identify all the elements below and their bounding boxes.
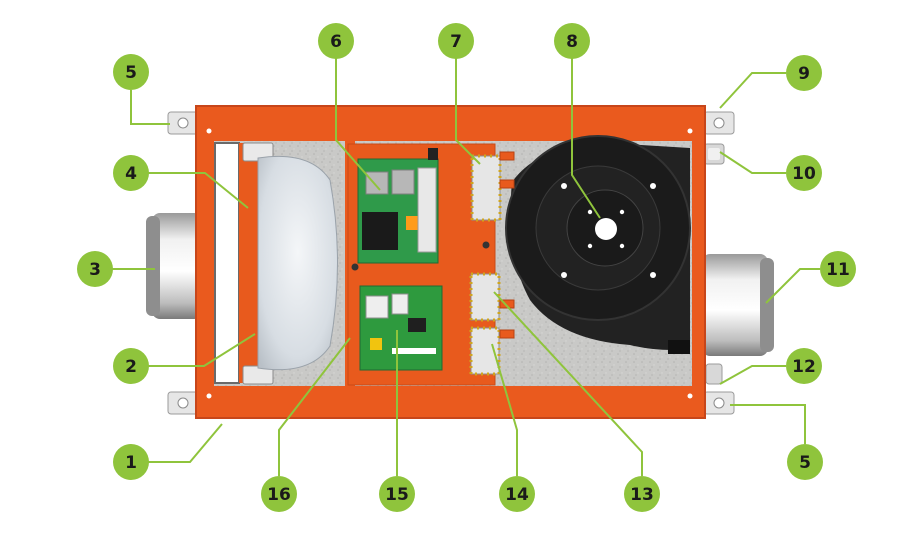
- callout-number-15: 15: [385, 485, 409, 505]
- terminal-block-upper: [470, 154, 502, 222]
- callout-leader-5b: [730, 404, 806, 444]
- callout-badge-10: [786, 155, 822, 191]
- callout-number-11: 11: [826, 260, 850, 280]
- bracket-top-right: [703, 111, 735, 135]
- callout-number-6: 6: [330, 32, 342, 52]
- callout-14: 14: [491, 343, 535, 512]
- callout-leader-13: [493, 291, 643, 476]
- fan: [505, 135, 691, 354]
- terminal-block-middle: [469, 272, 501, 322]
- inlet-duct: [146, 213, 202, 319]
- callout-9: 9: [719, 55, 822, 109]
- callout-badge-11: [820, 251, 856, 287]
- callout-number-4: 4: [125, 164, 137, 184]
- callout-badge-5b: [787, 444, 823, 480]
- callout-badge-16: [261, 476, 297, 512]
- callout-16: 16: [261, 337, 351, 512]
- callout-5b: 5: [730, 404, 823, 480]
- callout-badge-7: [438, 23, 474, 59]
- callout-number-7: 7: [450, 32, 462, 52]
- filter: [257, 155, 338, 371]
- callout-number-5a: 5: [125, 63, 137, 83]
- callout-leader-11: [765, 268, 820, 304]
- callout-badge-8: [554, 23, 590, 59]
- callout-3: 3: [77, 251, 155, 287]
- callout-leader-6: [335, 58, 381, 191]
- callout-number-14: 14: [505, 485, 529, 505]
- callout-7: 7: [438, 23, 481, 165]
- callout-leader-14: [491, 343, 518, 476]
- bracket-top-left: [167, 111, 199, 135]
- callout-leader-1: [148, 423, 223, 463]
- callout-leader-4: [148, 172, 249, 209]
- callout-leader-8: [571, 58, 601, 219]
- callout-5a: 5: [113, 54, 170, 125]
- callout-number-10: 10: [792, 164, 816, 184]
- callout-13: 13: [493, 291, 660, 512]
- callout-number-3: 3: [89, 260, 101, 280]
- callout-number-9: 9: [798, 64, 810, 84]
- controller-board: [359, 285, 443, 371]
- callout-10: 10: [719, 151, 822, 191]
- callout-leader-5a: [130, 90, 170, 125]
- mounting-brackets: [167, 111, 735, 415]
- callout-4: 4: [113, 155, 249, 209]
- callout-leader-12: [719, 365, 786, 385]
- callout-6: 6: [318, 23, 381, 191]
- callout-leader-7: [455, 58, 481, 165]
- callout-badge-3: [77, 251, 113, 287]
- callout-badge-14: [499, 476, 535, 512]
- callout-8: 8: [554, 23, 601, 219]
- callout-badge-1: [113, 444, 149, 480]
- callout-leader-16: [278, 337, 351, 476]
- callout-badge-6: [318, 23, 354, 59]
- bracket-bottom-left: [167, 391, 199, 415]
- callout-number-8: 8: [566, 32, 578, 52]
- callout-number-2: 2: [125, 357, 137, 377]
- callout-badge-12: [786, 348, 822, 384]
- callout-number-12: 12: [792, 357, 816, 377]
- callout-number-13: 13: [630, 485, 654, 505]
- callout-1: 1: [113, 423, 223, 480]
- callout-badge-4: [113, 155, 149, 191]
- callout-11: 11: [765, 251, 856, 304]
- callout-badge-15: [379, 476, 415, 512]
- drain-connector: [705, 363, 723, 385]
- callout-leader-10: [719, 151, 786, 174]
- callout-15: 15: [379, 330, 415, 512]
- callout-badge-2: [113, 348, 149, 384]
- callout-leader-9: [719, 72, 786, 109]
- power-supply-board: [357, 148, 439, 264]
- filter-frame: [214, 142, 274, 385]
- callout-badge-5a: [113, 54, 149, 90]
- callout-leader-2: [148, 333, 256, 367]
- callout-number-16: 16: [267, 485, 291, 505]
- callout-badge-9: [786, 55, 822, 91]
- callout-badge-13: [624, 476, 660, 512]
- callout-number-5b: 5: [799, 453, 811, 473]
- outlet-duct: [702, 254, 774, 356]
- callout-number-1: 1: [125, 453, 137, 473]
- bracket-bottom-right: [703, 391, 735, 415]
- cable-gland: [703, 143, 725, 165]
- partition-glands: [499, 151, 515, 339]
- callout-2: 2: [113, 333, 256, 384]
- callout-12: 12: [719, 348, 822, 385]
